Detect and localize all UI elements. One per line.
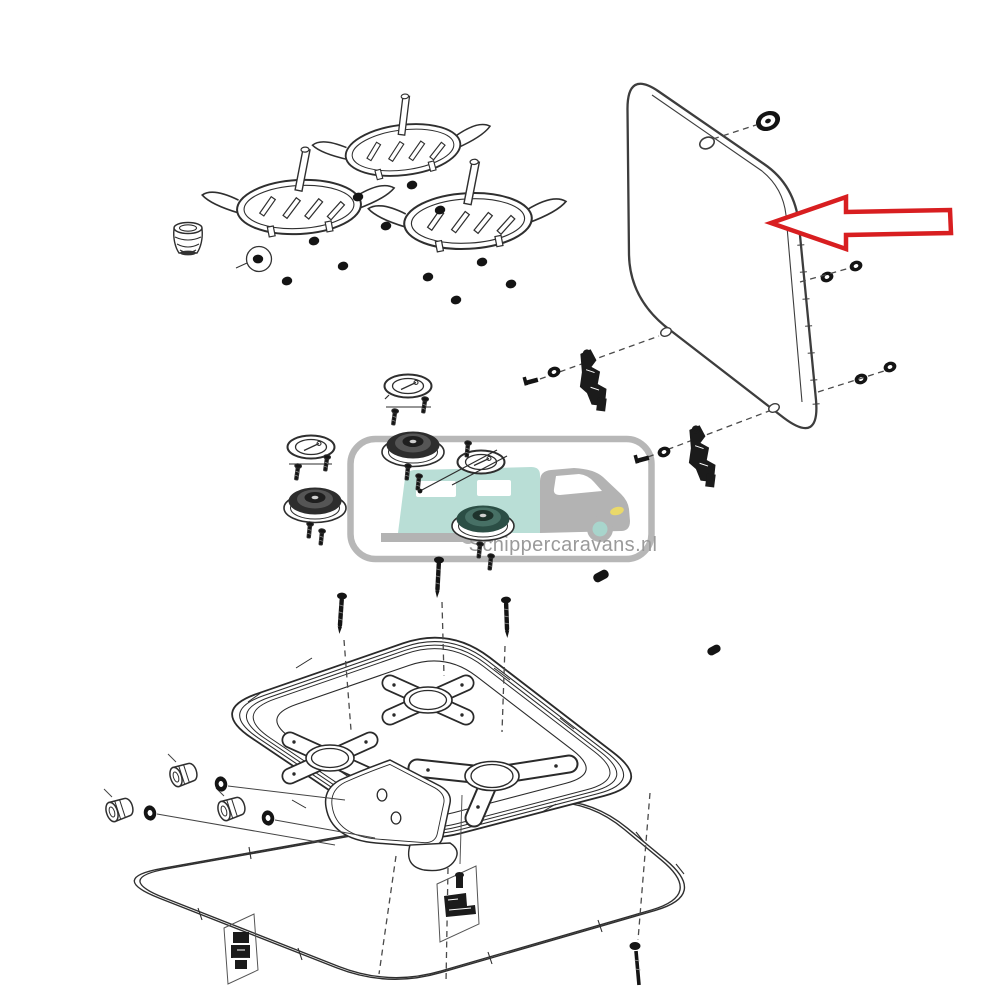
hinge-washer-2	[656, 444, 672, 460]
washer	[882, 359, 898, 375]
clip-2	[707, 644, 721, 656]
burner-cap-2	[286, 434, 336, 460]
thermocouple-wire	[419, 449, 498, 492]
mounting-screw-2	[431, 555, 445, 599]
burner-2	[283, 487, 347, 524]
watermark-frame	[347, 435, 655, 563]
lid-hardware	[755, 110, 898, 387]
control-knob-2	[166, 760, 201, 789]
cab-headlight	[610, 506, 624, 516]
burner-mount-1	[381, 674, 475, 726]
spring-clips	[593, 569, 721, 656]
bracket-panel-2	[223, 913, 259, 985]
lid-edge-inner	[651, 94, 803, 403]
hob-tray	[231, 636, 632, 872]
clip-1	[593, 569, 609, 583]
gas-bracket-1	[444, 872, 476, 917]
cab-wheel-hub	[592, 521, 608, 537]
screw	[316, 527, 327, 546]
fixing-screw-bottom	[629, 942, 641, 986]
glass-lid	[626, 82, 820, 430]
washer	[819, 269, 835, 285]
hinge-1	[574, 347, 611, 416]
circled-foot	[235, 245, 273, 273]
control-knob-1	[102, 795, 137, 824]
caravan-chassis	[381, 533, 493, 542]
rubber-feet	[235, 179, 518, 306]
o-ring-3	[260, 809, 276, 827]
hinge-washer-1	[546, 364, 562, 380]
assembly-guide-lines	[343, 601, 651, 984]
o-ring-2	[213, 775, 229, 793]
burner-3	[451, 505, 515, 542]
screw	[304, 520, 315, 539]
bracket-panel-1	[436, 865, 480, 943]
mounting-screws	[333, 555, 513, 639]
control-recess	[324, 759, 458, 872]
cab-windshield	[553, 474, 602, 495]
washer	[848, 258, 864, 274]
lid-outline	[626, 82, 818, 430]
watermark-text: Schippercaravans.nl	[469, 534, 658, 556]
rim-tabs	[247, 657, 575, 813]
lid-grommet	[755, 110, 781, 132]
mounting-screw-3	[500, 595, 513, 639]
o-ring-1	[142, 804, 158, 822]
detail-panels	[223, 794, 480, 985]
control-knobs	[102, 753, 376, 846]
screw	[389, 407, 400, 426]
rubber-bumper	[173, 221, 203, 256]
recess-tongue	[407, 842, 458, 872]
caravan-window-2	[477, 480, 511, 496]
screw	[419, 395, 430, 414]
burner-cap-1	[383, 373, 433, 400]
highlight-arrow	[764, 193, 954, 253]
hinge-screw-1	[525, 377, 539, 385]
screw	[292, 462, 303, 481]
pan-support-1	[306, 83, 496, 188]
hinge-2	[683, 423, 720, 492]
control-knob-3	[214, 794, 249, 823]
caravan-window-1	[416, 481, 456, 497]
lid-hinges	[522, 347, 720, 492]
lid-hole-left	[660, 327, 672, 337]
lid-hole-top	[698, 136, 716, 150]
burner-1	[381, 431, 445, 468]
mounting-screw-1	[333, 591, 348, 635]
lid-hole-bottom	[768, 403, 780, 413]
burner-mount-3	[407, 754, 579, 828]
burner-group	[283, 373, 515, 571]
hinge-screw-2	[636, 455, 650, 463]
gas-bracket-2	[231, 932, 250, 969]
